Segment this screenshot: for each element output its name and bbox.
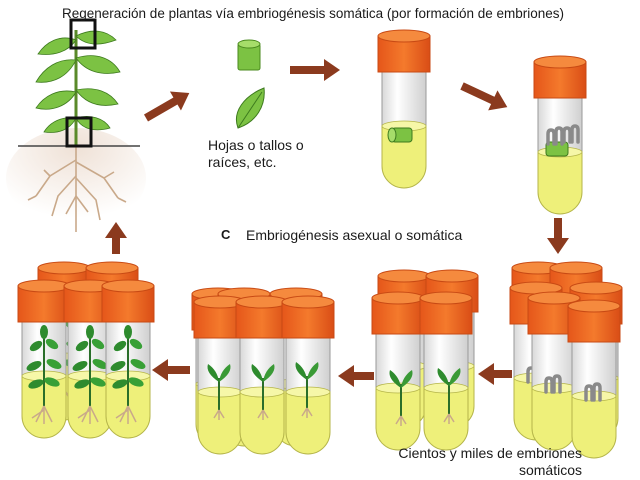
mother-plant	[6, 18, 146, 232]
arrow-seedlings-to-plantlets	[152, 359, 190, 381]
arrow-germination-to-seedlings	[338, 365, 374, 387]
tube-callus-culture	[533, 55, 587, 215]
embryos-caption: Cientos y miles de embriones somáticos	[398, 445, 582, 478]
tubes-plantlets	[17, 261, 155, 439]
explant-leaf	[236, 87, 265, 129]
arrow-explant-to-tube	[290, 59, 340, 81]
diagram-title: Regeneración de plantas vía embriogénesi…	[62, 6, 565, 21]
arrow-plantlets-to-plant	[105, 222, 127, 254]
arrow-callus-to-embryos	[547, 218, 569, 254]
arrow-plant-to-explant	[144, 91, 190, 122]
tubes-somatic-embryos	[509, 261, 623, 459]
section-letter: C	[221, 227, 231, 242]
tube-explant-culture	[377, 29, 431, 189]
process-arrows	[105, 59, 569, 387]
explant-stem-segment	[237, 39, 261, 71]
tubes-seedlings	[191, 287, 335, 455]
arrow-embryos-to-germination	[478, 363, 512, 385]
explant-caption: Hojas o tallos o raíces, etc.	[208, 137, 304, 170]
section-title: Embriogénesis asexual o somática	[246, 227, 463, 243]
arrow-tube-to-callus	[460, 82, 508, 111]
tubes-germinating-embryos	[371, 269, 479, 451]
